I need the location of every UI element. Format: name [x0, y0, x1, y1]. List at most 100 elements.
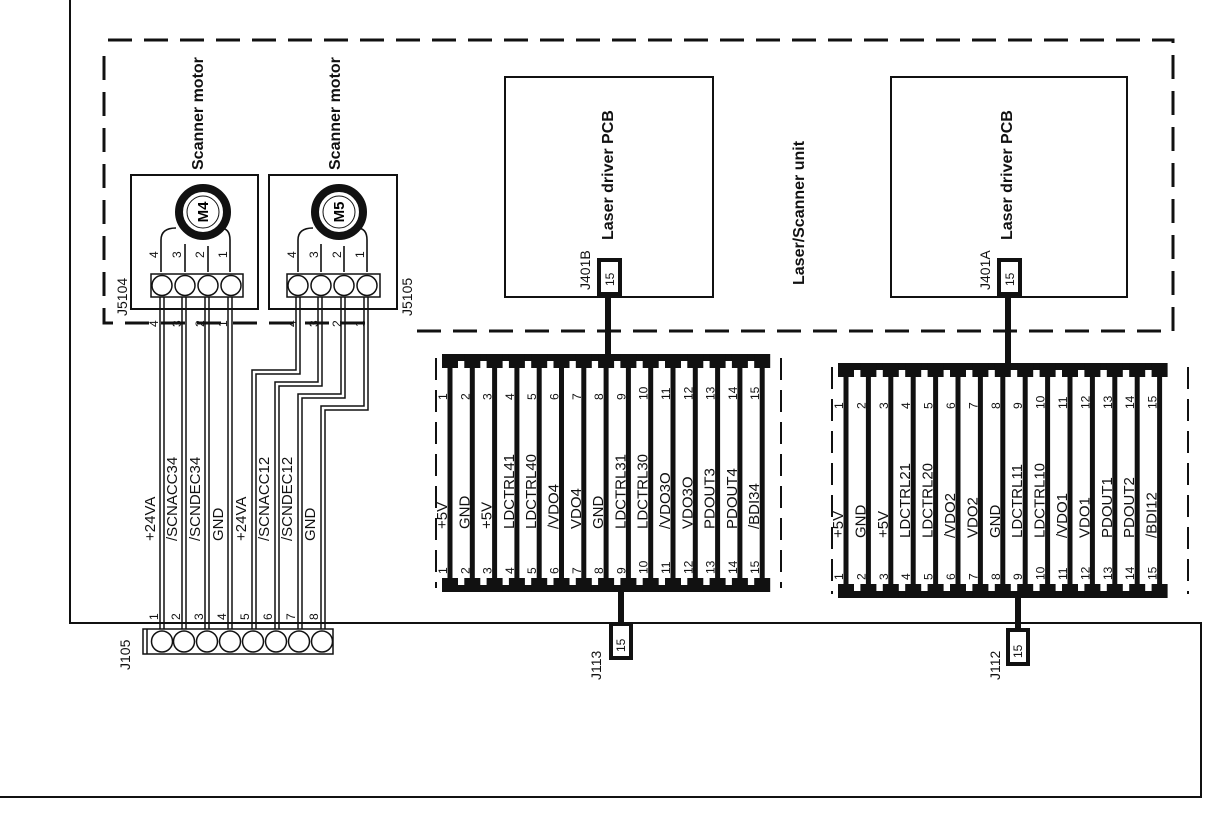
pin-label: 7 [570, 393, 584, 400]
pin-label: 8 [592, 393, 606, 400]
connector-j5105-label: J5105 [399, 278, 415, 316]
pin-label: 5 [922, 573, 936, 580]
pin-label: 2 [330, 251, 344, 258]
pin-label: 4 [899, 573, 913, 580]
motor-m5-icon: M5 [311, 184, 367, 240]
j105-pin-numbers: 1 2 3 4 5 6 7 8 [147, 613, 321, 620]
pin-label: 2 [330, 320, 344, 327]
motor-m5-connector [286, 273, 381, 298]
signal-label: LDCTRL31 [612, 454, 629, 529]
pin-label: 1 [216, 320, 230, 327]
signal-label: /SCNACC34 [164, 457, 181, 541]
pin-label: 6 [261, 613, 275, 620]
pin-label: 9 [1011, 402, 1025, 409]
motor-m4-pin-labels: 4 3 2 1 [147, 251, 230, 258]
connector-j401b-label: J401B [577, 250, 593, 290]
signal-label: /SCNACC12 [256, 457, 273, 541]
pin-label: 11 [1056, 567, 1070, 580]
signal-label: VDO2 [964, 497, 981, 538]
scanner-motor-m4: Scanner motor M4 4 3 2 1 J5104 4 3 2 1 [114, 57, 259, 327]
pin-label: 12 [1078, 395, 1092, 409]
pin-label: 10 [1034, 395, 1048, 409]
signal-label: /VDO1 [1054, 493, 1071, 538]
connector-j401a-pin-count: 15 [1003, 272, 1017, 286]
connector-pin-count: 15 [1011, 644, 1025, 658]
motor-m4-title: Scanner motor [190, 57, 207, 170]
pin-label: 1 [216, 251, 230, 258]
pin-label: 7 [284, 613, 298, 620]
pin-label: 13 [1101, 566, 1115, 580]
pin-label: 4 [147, 320, 161, 327]
signal-label: /VDO2 [942, 493, 959, 538]
pin-label: 5 [922, 402, 936, 409]
motor-m5-box [268, 174, 398, 310]
connector-j5104-label: J5104 [114, 278, 130, 316]
pin-label: 1 [436, 567, 450, 574]
pin-label: 6 [944, 573, 958, 580]
signal-label: +5V [875, 511, 892, 538]
pin-label: 13 [1101, 395, 1115, 409]
pin-label: 14 [726, 386, 740, 400]
motor-m5-pin-labels: 4 3 2 1 [285, 251, 367, 258]
pin-label: 4 [147, 251, 161, 258]
pin-label: 1 [832, 402, 846, 409]
pin-label: 6 [548, 393, 562, 400]
pin-label: 5 [525, 567, 539, 574]
pin-label: 3 [307, 320, 321, 327]
signal-label: LDCTRL40 [523, 454, 540, 529]
pin-label: 1 [436, 393, 450, 400]
motor-wires [159, 297, 369, 630]
pin-label: 13 [704, 386, 718, 400]
pin-label: 4 [503, 567, 517, 574]
pin-label: 6 [548, 567, 562, 574]
pin-label: 11 [659, 387, 673, 400]
pin-label: 15 [1146, 395, 1160, 409]
signal-label: PDOUT4 [724, 468, 741, 529]
signal-label: LDCTRL41 [501, 454, 518, 529]
pin-label: 15 [748, 386, 762, 400]
pin-label: 3 [877, 402, 891, 409]
pin-label: 2 [193, 320, 207, 327]
pin-label: 7 [966, 402, 980, 409]
motor-m5-title: Scanner motor [327, 57, 344, 170]
signal-label: GND [852, 505, 869, 539]
pin-label: 2 [458, 393, 472, 400]
laser-scanner-unit-enclosure: Laser/Scanner unit [102, 38, 1175, 333]
pin-label: 4 [285, 251, 299, 258]
connector-j112-label: J112 [987, 650, 1003, 680]
signal-label: LDCTRL11 [1009, 464, 1026, 538]
signal-label: VDO3O [679, 476, 696, 529]
connector-j105-label: J105 [117, 639, 133, 670]
signal-label: GND [210, 508, 227, 542]
pin-label: 5 [525, 393, 539, 400]
pin-label: 3 [877, 573, 891, 580]
pin-label: 8 [307, 613, 321, 620]
pin-label: 4 [285, 320, 299, 327]
pin-label: 10 [1034, 566, 1048, 580]
connector-j401a-label: J401A [977, 250, 993, 290]
signal-label: +5V [830, 511, 847, 538]
pin-label: 3 [307, 251, 321, 258]
signal-label: VDO1 [1076, 497, 1093, 538]
signal-label: GND [456, 496, 473, 530]
motor-m4-label: M4 [195, 201, 212, 222]
pin-label: 2 [458, 567, 472, 574]
pin-label: 4 [899, 402, 913, 409]
pin-label: 2 [854, 402, 868, 409]
laser-driver-pcb-a: Laser driver PCB J401A 15 [890, 76, 1128, 364]
motor-m4-bottom-pin-labels: 4 3 2 1 [147, 320, 230, 327]
pin-label: 11 [1056, 396, 1070, 409]
pin-label: 12 [681, 386, 695, 400]
pin-label: 1 [353, 251, 367, 258]
pin-label: 9 [614, 567, 628, 574]
pin-label: 3 [481, 393, 495, 400]
signal-label: PDOUT1 [1099, 477, 1116, 538]
signal-label: LDCTRL20 [920, 463, 937, 538]
signal-label: /BDI34 [746, 483, 763, 529]
pin-label: 5 [238, 613, 252, 620]
connector-j113-label: J113 [588, 650, 604, 680]
pin-label: 12 [681, 560, 695, 574]
signal-label: /SCNDEC34 [187, 457, 204, 541]
pin-label: 15 [1146, 566, 1160, 580]
